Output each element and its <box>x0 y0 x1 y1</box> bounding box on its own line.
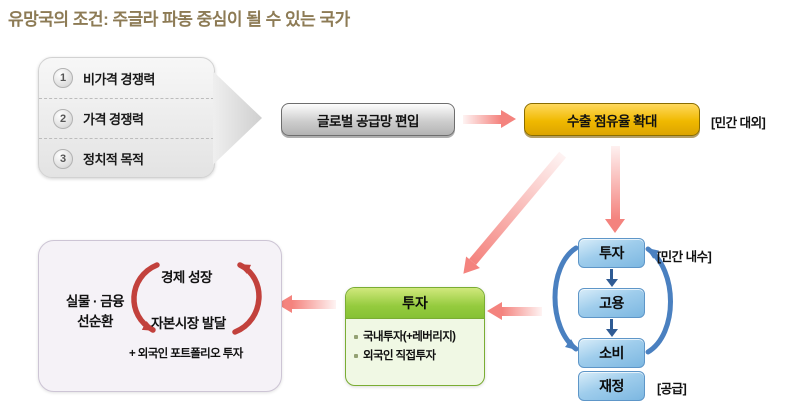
cycle-side-label: 실물 · 금융 선순환 <box>47 292 143 333</box>
cycle-top-text: 경제 성장 <box>161 270 212 285</box>
condition-item-2: 2 가격 경쟁력 <box>39 98 214 138</box>
chain-box-consumption: 소비 <box>578 338 645 368</box>
arrow-left-icon <box>487 302 542 320</box>
connector-arrow-down-icon <box>605 269 618 287</box>
bullet-text-1: 국내투자(+레버리지) <box>363 331 456 343</box>
page-title: 유망국의 조건: 주글라 파동 중심이 될 수 있는 국가 <box>8 10 350 29</box>
chain-box-fiscal: 재정 <box>578 371 645 401</box>
chain-box-investment: 투자 <box>578 238 645 268</box>
arrow-left-icon <box>277 295 336 313</box>
connector-line <box>610 319 613 329</box>
label-private-domestic: [민간 내수] <box>657 250 712 264</box>
export-share-box: 수출 점유율 확대 <box>524 103 700 136</box>
cycle-side-label-line2: 선순환 <box>77 314 113 330</box>
condition-item-1: 1 비가격 경쟁력 <box>39 58 214 98</box>
big-chevron-right-icon <box>213 71 262 165</box>
number-badge-1: 1 <box>53 68 73 88</box>
cycle-note-text: + 외국인 포트폴리오 투자 <box>129 348 243 360</box>
arrow-right-icon <box>463 110 516 128</box>
label-supply: [공급] <box>657 382 687 396</box>
condition-label-3: 정치적 목적 <box>83 152 144 167</box>
blue-cycle-arrows-icon <box>552 245 673 355</box>
bullet-text-2: 외국인 직접투자 <box>363 349 436 362</box>
virtuous-cycle-panel: 실물 · 금융 선순환 경제 성장 자본시장 발달 + 외국인 포트폴리오 투자 <box>38 240 282 392</box>
number-badge-3: 3 <box>53 148 73 169</box>
connector-head <box>605 329 618 337</box>
connector-line <box>610 269 613 279</box>
arrow-head <box>605 219 625 233</box>
investment-panel-title: 투자 <box>346 288 484 319</box>
bullet-item-2: 외국인 직접투자 <box>354 347 478 366</box>
condition-label-2: 가격 경쟁력 <box>83 112 144 127</box>
bullet-dot-icon <box>354 354 358 359</box>
investment-detail-panel: 투자 국내투자(+레버리지) 외국인 직접투자 <box>345 287 485 386</box>
arrow-head <box>487 302 502 320</box>
arrow-head <box>501 110 516 128</box>
investment-panel-body: 국내투자(+레버리지) 외국인 직접투자 <box>346 319 484 366</box>
bullet-dot-icon <box>354 335 358 340</box>
condition-label-1: 비가격 경쟁력 <box>83 71 155 87</box>
arrow-down-icon <box>605 146 625 233</box>
red-cycle-arrows-icon <box>131 262 262 335</box>
arrow-shaft <box>610 146 620 219</box>
condition-item-3: 3 정치적 목적 <box>39 138 214 177</box>
cycle-bottom-text: 자본시장 발달 <box>151 316 226 331</box>
arrow-shaft <box>502 306 542 316</box>
connector-arrow-down-icon <box>605 319 618 337</box>
arrow-shaft <box>463 114 501 124</box>
cycle-side-label-line1: 실물 · 금융 <box>65 294 125 309</box>
label-private-external: [민간 대외] <box>711 116 766 130</box>
number-badge-2: 2 <box>53 108 73 129</box>
bullet-item-1: 국내투자(+레버리지) <box>354 328 478 347</box>
conditions-panel: 1 비가격 경쟁력 2 가격 경쟁력 3 정치적 목적 <box>38 57 215 178</box>
global-supply-box: 글로벌 공급망 편입 <box>281 103 455 136</box>
chain-box-employment: 고용 <box>578 288 645 318</box>
connector-head <box>605 279 618 287</box>
arrow-shaft <box>292 299 336 309</box>
